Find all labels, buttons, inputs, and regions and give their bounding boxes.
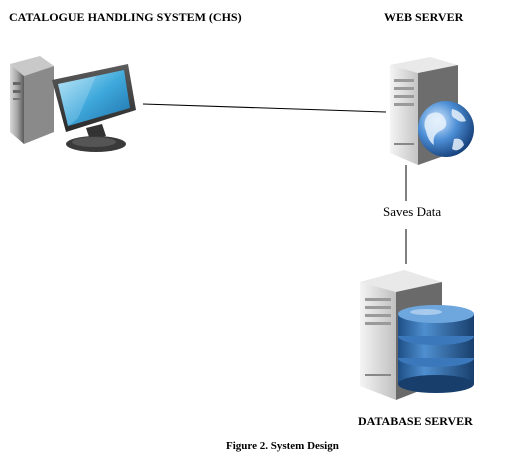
connector-label: Saves Data xyxy=(383,204,442,219)
client-title: CATALOGUE HANDLING SYSTEM (CHS) xyxy=(9,10,242,24)
client-to-webserver-line xyxy=(142,103,387,113)
database-server-title: DATABASE SERVER xyxy=(358,414,473,428)
web-server-globe-icon xyxy=(390,57,474,165)
database-server-icon xyxy=(360,270,474,400)
desktop-computer-icon xyxy=(10,56,136,152)
web-server-title: WEB SERVER xyxy=(384,10,464,24)
figure-caption: Figure 2. System Design xyxy=(226,440,339,452)
